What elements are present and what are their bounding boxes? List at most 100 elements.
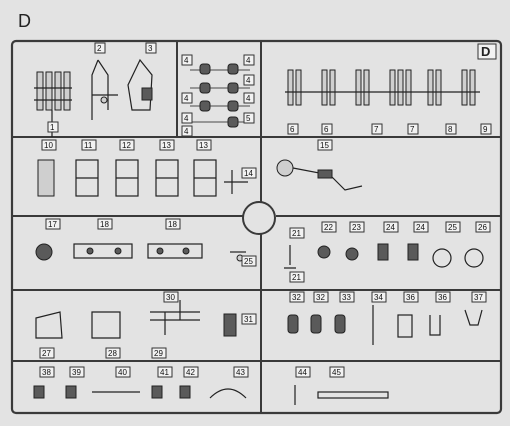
- part-number-label: 13: [162, 141, 171, 150]
- part-tag-p11: 11: [81, 139, 97, 151]
- part-number-label: 42: [186, 368, 195, 377]
- part-number-label: 26: [478, 223, 487, 232]
- part-number-label: 29: [154, 349, 163, 358]
- part-number-label: 38: [42, 368, 51, 377]
- part-27-31-group: [35, 300, 237, 339]
- horizontal-runners: [12, 136, 501, 362]
- corner-letter: D: [481, 44, 490, 59]
- part-tag-p37: 37: [471, 291, 487, 303]
- part-tag-p6a: 6: [287, 123, 299, 135]
- part-tag-p29: 29: [151, 347, 167, 359]
- part-tag-p22: 22: [321, 221, 337, 233]
- part-tag-p12: 12: [119, 139, 135, 151]
- part-tag-p31: 31: [241, 313, 257, 325]
- part-number-label: 7: [374, 125, 379, 134]
- part-number-label: 6: [290, 125, 295, 134]
- part-tag-p26: 26: [475, 221, 491, 233]
- part-tag-p8: 8: [445, 123, 457, 135]
- part-number-label: 9: [483, 125, 488, 134]
- part-number-label: 11: [84, 141, 93, 150]
- part-number-label: 24: [386, 223, 395, 232]
- part-tag-p14: 14: [241, 167, 257, 179]
- part-number-label: 31: [244, 315, 253, 324]
- part-number-label: 4: [184, 114, 189, 123]
- part-number-label: 4: [184, 127, 189, 136]
- part-number-label: 25: [244, 257, 253, 266]
- part-tag-p4b: 4: [243, 54, 255, 66]
- part-tag-p4f: 4: [181, 112, 193, 124]
- part-number-label: 40: [118, 368, 127, 377]
- part-tag-p18b: 18: [165, 218, 181, 230]
- part-tag-p4d: 4: [181, 92, 193, 104]
- part-number-label: 1: [50, 123, 55, 132]
- part-tag-p43: 43: [233, 366, 249, 378]
- part-14-group: [224, 170, 248, 194]
- part-number-label: 24: [416, 223, 425, 232]
- corner-tag: [477, 43, 497, 60]
- part-number-label: 12: [122, 141, 131, 150]
- part-tag-p27: 27: [39, 347, 55, 359]
- part-tag-p4e: 4: [243, 92, 255, 104]
- part-number-label: 36: [406, 293, 415, 302]
- part-tag-p10: 10: [41, 139, 57, 151]
- vertical-runners: [176, 41, 262, 413]
- part-number-label: 22: [324, 223, 333, 232]
- part-38-45-group: [33, 385, 389, 405]
- part-number-label: 18: [100, 220, 109, 229]
- part-number-label: 39: [72, 368, 81, 377]
- part-tag-p33: 33: [339, 291, 355, 303]
- part-tag-p40: 40: [115, 366, 131, 378]
- part-tag-p21b: 21: [289, 271, 305, 283]
- part-number-label: 32: [292, 293, 301, 302]
- part-number-label: 15: [320, 141, 329, 150]
- part-number-label: 23: [352, 223, 361, 232]
- sprue-letter: D: [18, 11, 31, 31]
- part-3-group: [127, 58, 153, 111]
- part-number-label: 27: [42, 349, 51, 358]
- part-number-label: 14: [244, 169, 253, 178]
- part-tag-p39: 39: [69, 366, 85, 378]
- sprue-frame: [10, 39, 503, 415]
- part-number-label: 8: [448, 125, 453, 134]
- part-tag-p38: 38: [39, 366, 55, 378]
- part-number-label: 7: [410, 125, 415, 134]
- part-tag-p36: 36: [403, 291, 419, 303]
- part-number-label: 4: [246, 76, 251, 85]
- part-tag-p1: 1: [47, 121, 59, 133]
- part-tag-p42: 42: [183, 366, 199, 378]
- part-4-5-group: [190, 63, 250, 128]
- part-number-label: 13: [199, 141, 208, 150]
- part-tag-p21a: 21: [289, 227, 305, 239]
- part-2-group: [91, 59, 118, 120]
- part-tag-p25b: 25: [445, 221, 461, 233]
- part-number-label: 4: [246, 56, 251, 65]
- part-tag-p17: 17: [45, 218, 61, 230]
- part-tag-p24a: 24: [383, 221, 399, 233]
- part-tag-p44: 44: [295, 366, 311, 378]
- part-tag-p5: 5: [243, 112, 255, 124]
- part-32-37-group: [287, 305, 483, 345]
- part-17-18-group: [35, 243, 203, 261]
- part-tag-p41: 41: [157, 366, 173, 378]
- part-number-label: 4: [184, 94, 189, 103]
- part-number-label: 21: [292, 273, 301, 282]
- part-tag-p25a: 25: [241, 255, 257, 267]
- part-tag-p24b: 24: [413, 221, 429, 233]
- part-tag-p32b: 32: [313, 291, 329, 303]
- part-tag-p3: 3: [145, 42, 157, 54]
- part-number-label: 30: [166, 293, 175, 302]
- part-number-label: 36: [438, 293, 447, 302]
- part-number-label: 4: [246, 94, 251, 103]
- part-tag-p4a: 4: [181, 54, 193, 66]
- part-number-label: 44: [298, 368, 307, 377]
- part-tag-p9: 9: [480, 123, 492, 135]
- part-21-26-group: [284, 243, 484, 269]
- part-tag-p30: 30: [163, 291, 179, 303]
- part-6-9-group: [285, 69, 480, 106]
- part-number-label: 32: [316, 293, 325, 302]
- part-number-label: 33: [342, 293, 351, 302]
- part-number-label: 34: [374, 293, 383, 302]
- part-number-label: 21: [292, 229, 301, 238]
- part-number-label: 28: [108, 349, 117, 358]
